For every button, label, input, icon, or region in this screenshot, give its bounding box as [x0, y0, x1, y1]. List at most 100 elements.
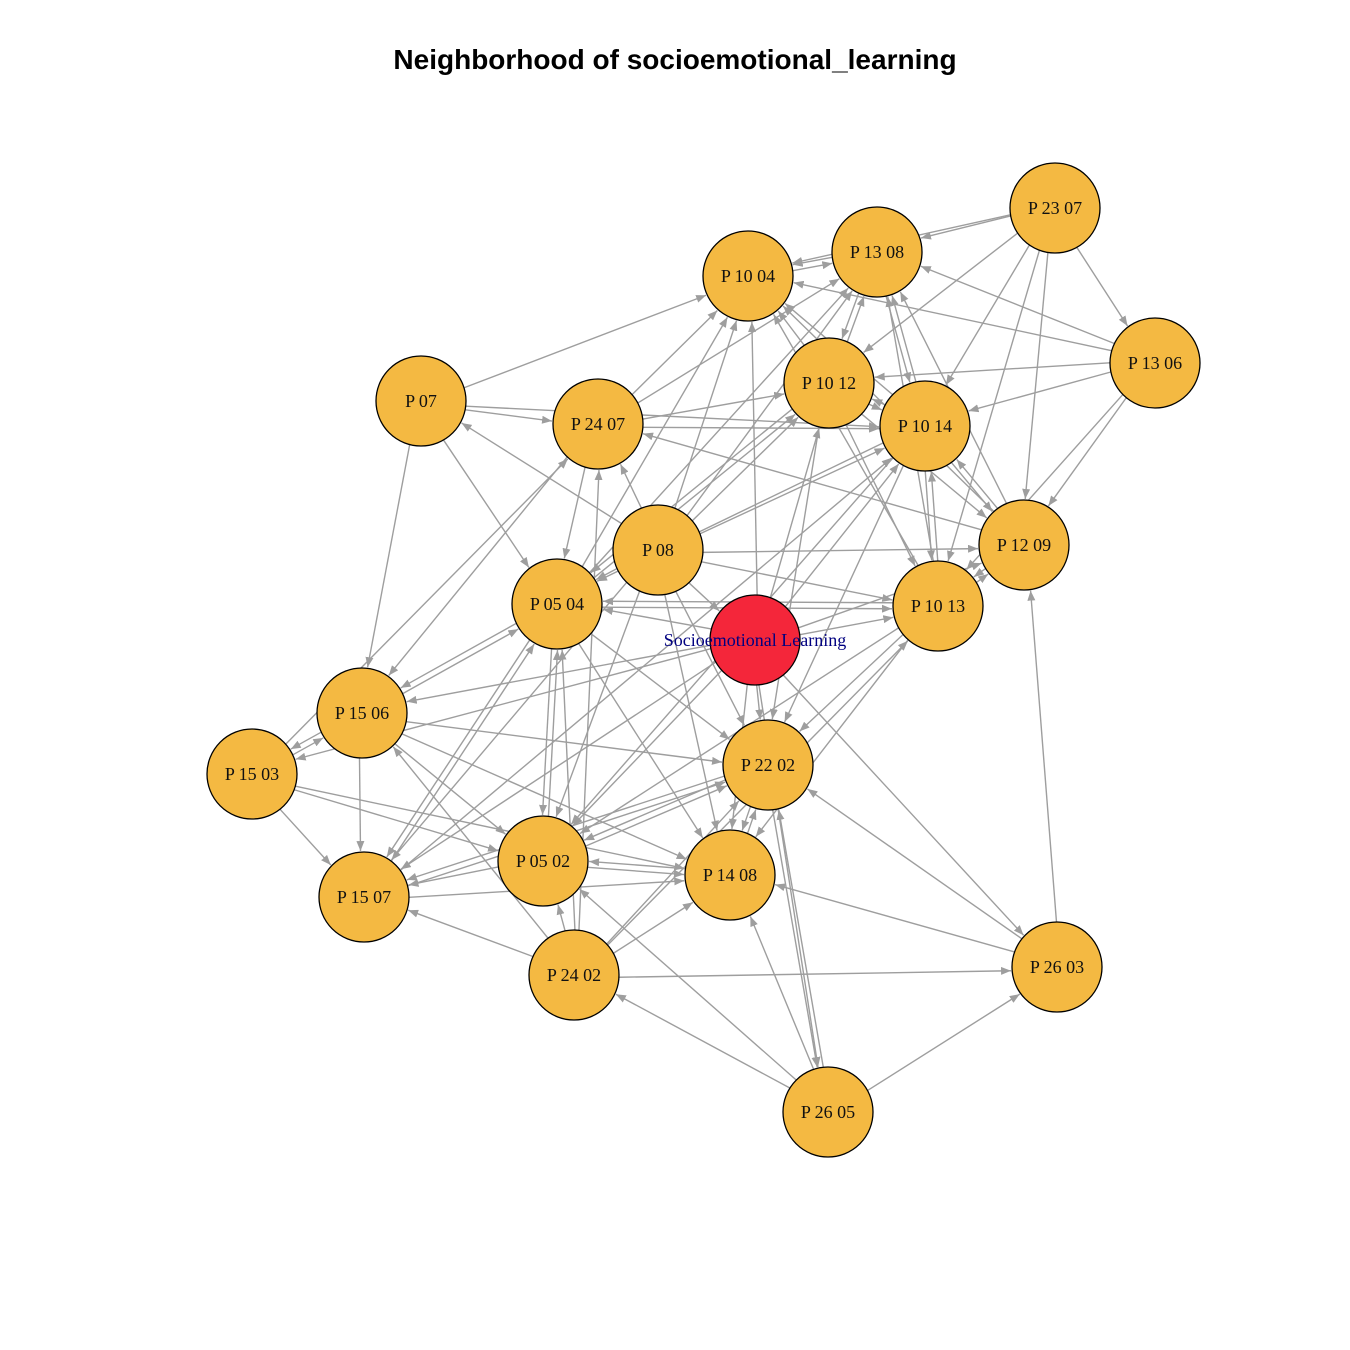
edge-P1023-P1306 [1076, 247, 1129, 327]
edge-P1408-P0502 [589, 858, 686, 870]
edge-P1503-P1506 [292, 737, 324, 756]
edge-P0502-P1408 [587, 866, 684, 878]
edge-P08-P1004 [674, 320, 738, 509]
edge-P2402-P0502 [556, 904, 566, 931]
edge-P2407-P0504 [562, 467, 586, 559]
edge-P1306-P1012 [874, 362, 1110, 381]
edge-P1209-P1013 [973, 567, 986, 578]
edge-P1308-P1004 [792, 256, 833, 267]
node-circle [206, 728, 298, 820]
edge-P1013-P1209 [976, 573, 989, 584]
node-P1013: P 10 13 [892, 560, 984, 652]
node-circle [612, 504, 704, 596]
node-label: P 10 04 [721, 266, 775, 286]
node-label: P 14 08 [703, 865, 757, 885]
edge-P1012-P1308 [846, 295, 865, 343]
node-label: P 26 03 [1030, 957, 1084, 977]
node-label: P 15 07 [337, 887, 391, 907]
node-P07: P 07 [375, 355, 467, 447]
edge-P08-P1012 [691, 416, 799, 522]
node-label: P 22 02 [741, 755, 795, 775]
node-P1209: P 12 09 [978, 499, 1070, 591]
edge-P1506-P0502 [394, 743, 506, 835]
node-P2603: P 26 03 [1011, 921, 1103, 1013]
edge-P1506-P2202 [406, 720, 723, 765]
edge-P1308-P1014 [885, 295, 912, 383]
node-P1023: P 23 07 [1009, 162, 1101, 254]
edge-P0502-P2202 [585, 785, 728, 847]
edge-P1506-P0504 [402, 628, 519, 695]
node-P1012: P 10 12 [783, 337, 875, 429]
node-label: P 24 07 [571, 414, 625, 434]
nodes-layer: Socioemotional Learning P 23 07 P 13 08 P 1… [206, 162, 1201, 1158]
node-label: P 10 12 [802, 373, 856, 393]
node-label: P 10 13 [911, 596, 965, 616]
edge-P1014-P1308 [890, 295, 917, 383]
edge-P07-P0504 [442, 439, 530, 568]
node-label: P 05 04 [530, 594, 584, 614]
edge-P07-P1506 [365, 444, 411, 668]
edge-SEL-P1013 [799, 615, 894, 636]
node-label: P 13 08 [850, 242, 904, 262]
node-P1506: P 15 06 [316, 667, 408, 759]
node-P08: P 08 [612, 504, 704, 596]
node-label: P 10 14 [898, 416, 952, 436]
edge-P1503-P0502 [294, 789, 499, 852]
node-P1507: P 15 07 [318, 851, 410, 943]
edge-P0504-P0502 [539, 648, 553, 815]
node-circle [316, 667, 408, 759]
node-P1503: P 15 03 [206, 728, 298, 820]
edge-P2603-P1209 [1027, 590, 1058, 922]
node-label: P 24 02 [547, 965, 601, 985]
node-circle [702, 230, 794, 322]
node-label: P 07 [405, 391, 437, 411]
edge-P1012-P1013 [845, 424, 916, 567]
edge-P1408-P2202 [746, 809, 757, 834]
node-label: P 15 06 [335, 703, 389, 723]
edge-P2605-P1408 [749, 916, 815, 1070]
edge-P1308-P1012 [841, 292, 860, 340]
edge-P1014-P2202 [783, 465, 905, 723]
node-P1408: P 14 08 [684, 829, 776, 921]
edge-P1023-P1012 [863, 232, 1019, 354]
node-label: P 08 [642, 540, 674, 560]
edge-P2407-P1004 [631, 309, 718, 396]
edge-P1023-P1014 [945, 244, 1030, 386]
edge-P2605-P2202 [776, 809, 824, 1068]
edge-SEL-P1012 [769, 427, 821, 598]
edge-P2605-P2402 [615, 993, 791, 1089]
edge-P1023-P1209 [1022, 252, 1049, 499]
node-P0502: P 05 02 [497, 815, 589, 907]
node-circle [879, 380, 971, 472]
edge-P07-P2407 [465, 409, 553, 424]
edge-P07-P1004 [463, 294, 707, 389]
edge-P0502-P0504 [547, 650, 561, 817]
edge-P08-P1408 [664, 594, 719, 831]
node-circle [375, 355, 467, 447]
node-P2402: P 24 02 [528, 929, 620, 1021]
node-circle [528, 929, 620, 1021]
edge-P1506-P1507 [356, 758, 365, 852]
focus-node-circle [709, 594, 801, 686]
graph-title: Neighborhood of socioemotional_learning [393, 44, 957, 75]
edge-P1503-P1408 [295, 785, 685, 871]
edge-SEL-P2603 [782, 674, 1025, 936]
node-circle [552, 378, 644, 470]
edge-P1306-P1308 [920, 265, 1115, 345]
edge-P2402-P1506 [392, 746, 549, 939]
edge-P1507-P0504 [390, 643, 535, 862]
node-circle [1011, 921, 1103, 1013]
node-circle [684, 829, 776, 921]
edge-P2402-P1408 [613, 901, 694, 954]
node-circle [722, 719, 814, 811]
edge-P2402-P1507 [407, 909, 534, 958]
node-label: P 23 07 [1028, 198, 1082, 218]
node-P1014: P 10 14 [879, 380, 971, 472]
node-label: P 12 09 [997, 535, 1051, 555]
edge-P0504-P1506 [400, 622, 517, 689]
node-P1306: P 13 06 [1109, 317, 1201, 409]
edge-P1023-P1013 [947, 250, 1041, 562]
focus-node-label: Socioemotional Learning [664, 630, 846, 650]
edge-SEL-P0504 [602, 607, 712, 630]
